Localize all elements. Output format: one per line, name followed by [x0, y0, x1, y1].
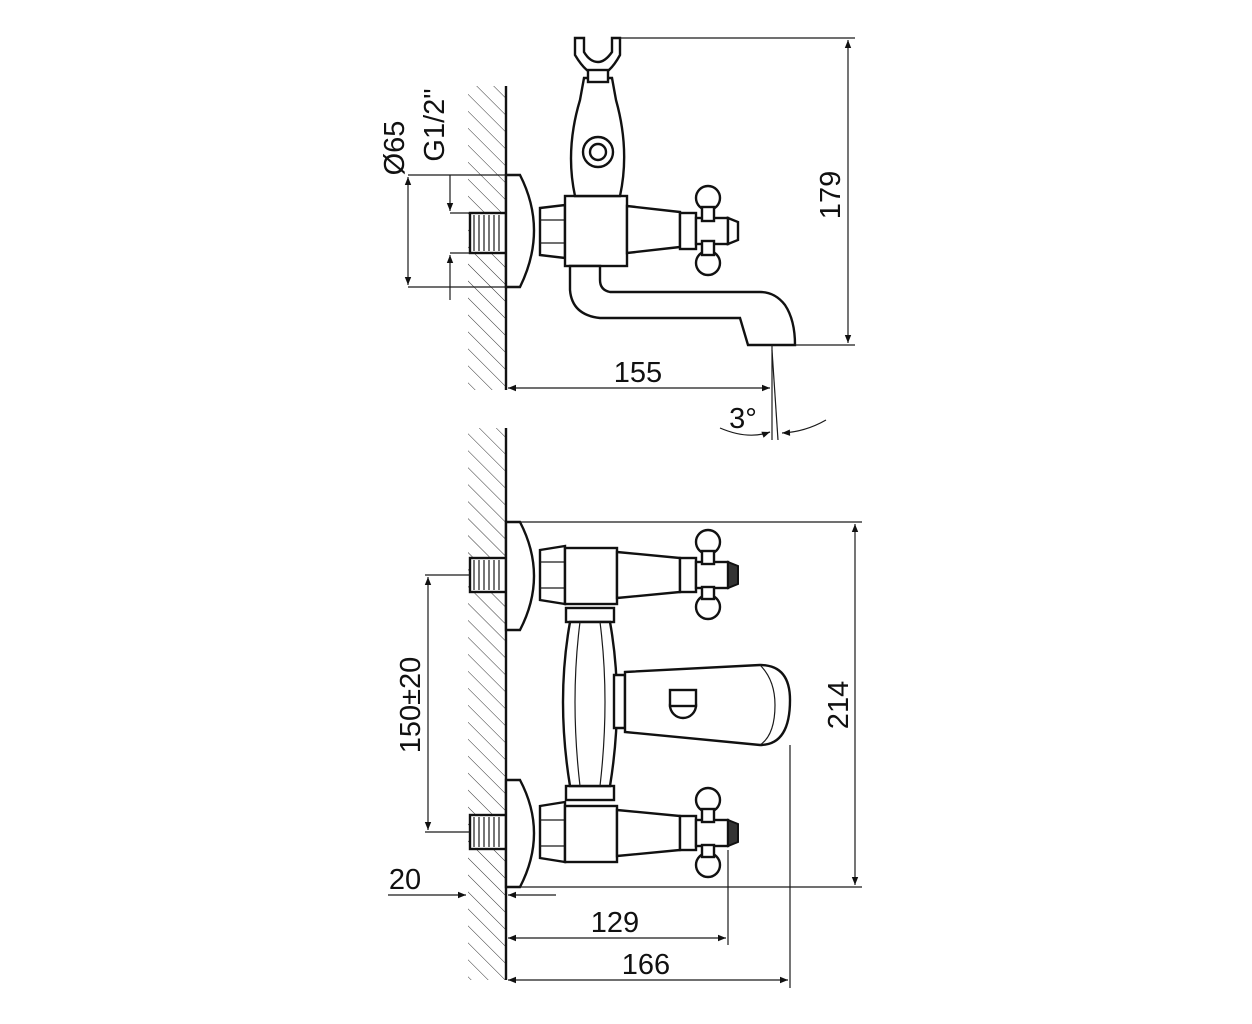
- dim-depth-handle: 129: [591, 907, 639, 939]
- dim-thread: G1/2": [419, 88, 451, 161]
- dim-spacing: 150±20: [395, 657, 427, 754]
- dim-width-top: 155: [614, 357, 662, 389]
- threaded-inlet-top: [468, 211, 508, 255]
- dim-depth-total: 166: [622, 949, 670, 981]
- dim-height-front: 214: [823, 681, 855, 729]
- upper-inlet: [468, 520, 739, 632]
- wall-hatch-bottom: [468, 428, 506, 980]
- dim-offset: 20: [389, 864, 421, 896]
- side-view: 179 155 3° Ø65 G1/2": [379, 36, 855, 441]
- shower-holder: [569, 36, 626, 198]
- spout-front: [612, 663, 792, 747]
- dim-diameter: Ø65: [379, 121, 411, 176]
- mixer-body-top: [563, 194, 629, 268]
- spout-top: [568, 264, 797, 347]
- hex-nut-top: [538, 203, 567, 260]
- front-view: 214 150±20 20 129 166: [388, 428, 862, 988]
- lower-inlet: [468, 778, 739, 889]
- escutcheon-top: [504, 173, 536, 289]
- dim-height-top: 179: [815, 171, 847, 219]
- central-column: [561, 606, 619, 802]
- cross-handle-top: [678, 184, 740, 277]
- dim-angle: 3°: [729, 403, 757, 435]
